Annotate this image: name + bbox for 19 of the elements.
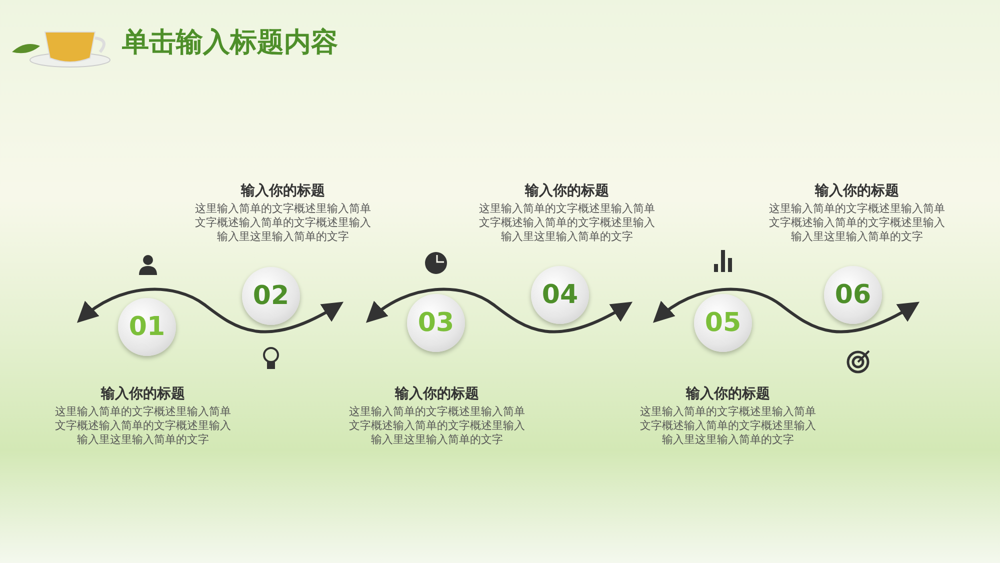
slide-title: 单击输入标题内容 [122, 26, 338, 60]
number-circle: 02 [242, 267, 300, 325]
step-description: 这里输入简单的文字概述里输入简单文字概述输入简单的文字概述里输入输入里这里输入简单的文字 [348, 405, 526, 447]
step-description: 这里输入简单的文字概述里输入简单文字概述输入简单的文字概述里输入输入里这里输入简单的文字 [478, 202, 656, 244]
step-heading: 输入你的标题 [394, 385, 480, 403]
step-heading: 输入你的标题 [240, 182, 326, 200]
step-heading: 输入你的标题 [524, 182, 610, 200]
step-heading: 输入你的标题 [684, 385, 771, 403]
step-description: 这里输入简单的文字概述里输入简单文字概述输入简单的文字概述里输入输入里这里输入简单的文字 [768, 202, 946, 244]
step-description: 这里输入简单的文字概述里输入简单文字概述输入简单的文字概述里输入输入里这里输入简单的文字 [639, 405, 817, 447]
step-description: 这里输入简单的文字概述里输入简单文字概述输入简单的文字概述里输入输入里这里输入简单的文字 [194, 202, 372, 244]
step-heading: 输入你的标题 [814, 182, 900, 200]
step-heading: 输入你的标题 [100, 385, 186, 403]
number-circle: 04 [531, 266, 589, 324]
step-description: 这里输入简单的文字概述里输入简单文字概述输入简单的文字概述里输入输入里这里输入简单的文字 [54, 405, 232, 447]
number-circle: 03 [407, 294, 465, 352]
number-circle: 05 [694, 294, 752, 352]
number-circle: 06 [824, 266, 882, 324]
number-circle: 01 [118, 298, 176, 356]
